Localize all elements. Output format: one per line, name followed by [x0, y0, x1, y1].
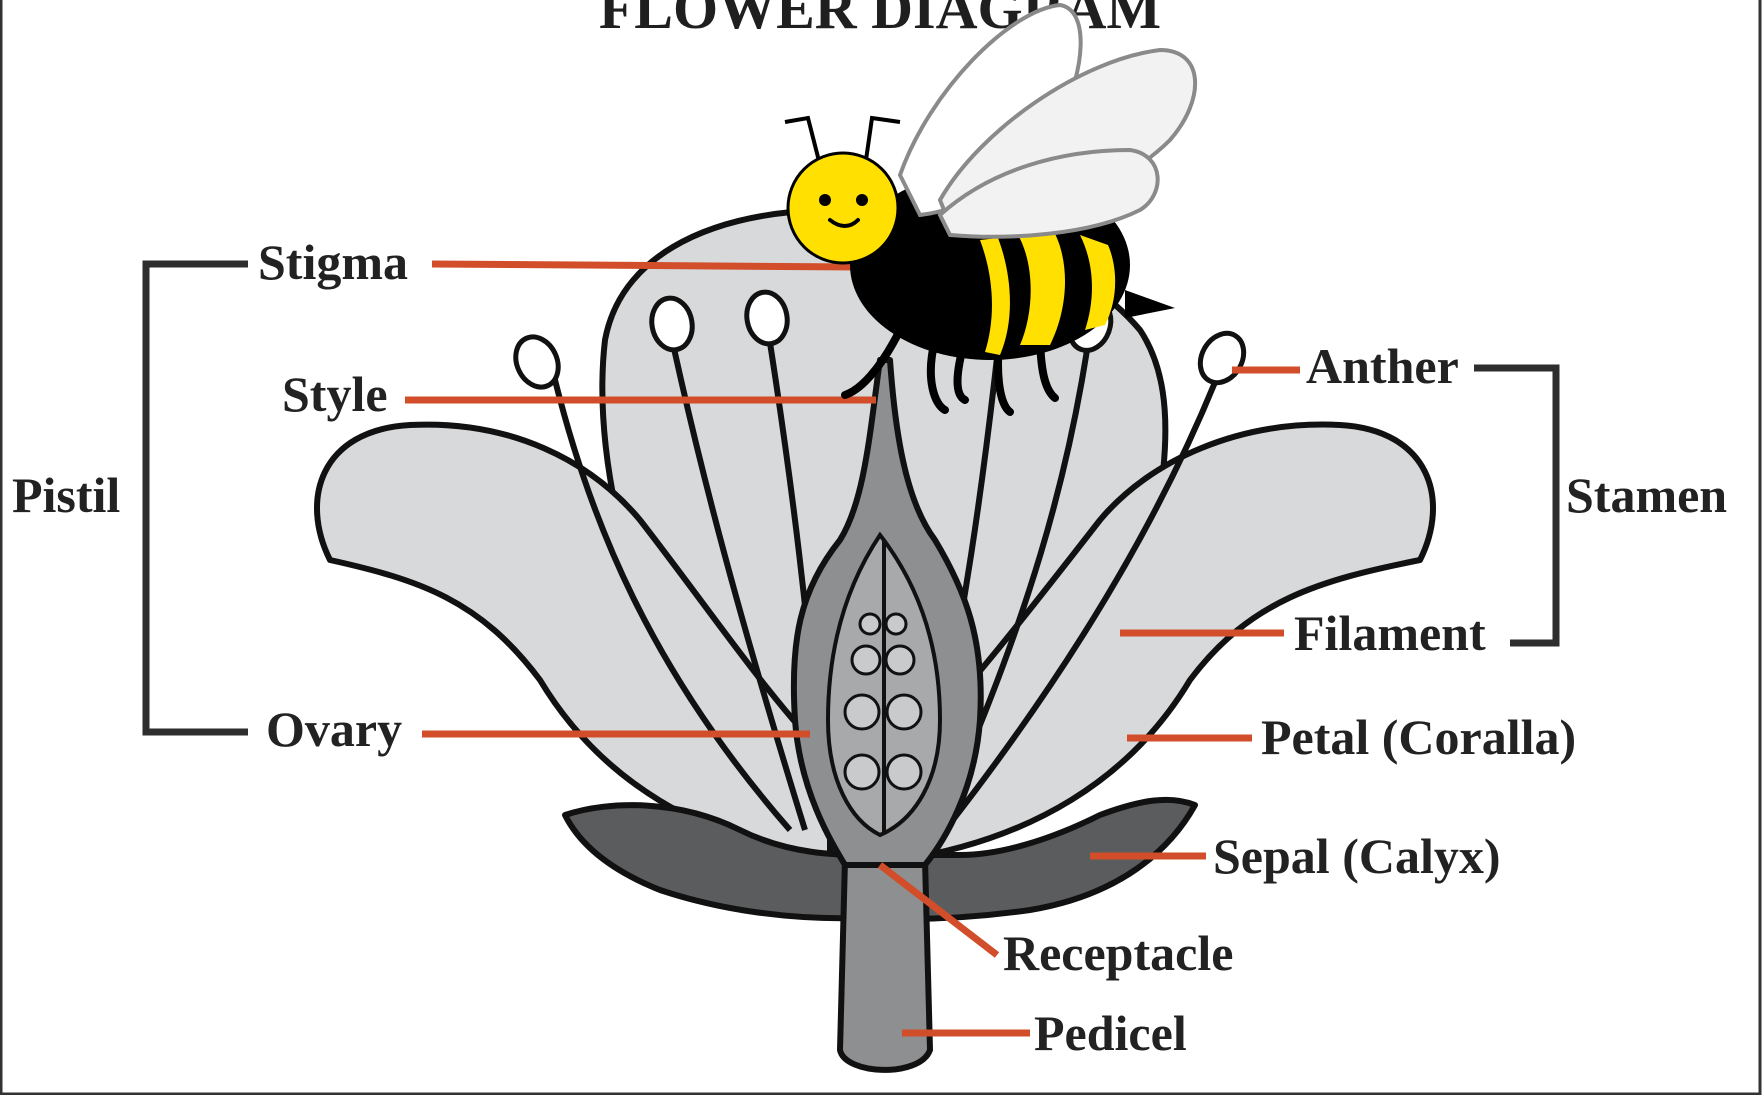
label-receptacle: Receptacle	[1003, 925, 1233, 981]
label-style: Style	[282, 366, 388, 422]
flower-illustration	[317, 210, 1433, 1070]
label-filament: Filament	[1294, 605, 1486, 661]
label-ovary: Ovary	[266, 701, 402, 757]
anther-5	[1192, 325, 1253, 390]
label-pedicel: Pedicel	[1034, 1005, 1187, 1061]
label-petal: Petal (Coralla)	[1261, 709, 1576, 765]
label-sepal: Sepal (Calyx)	[1213, 828, 1501, 884]
label-anther: Anther	[1306, 338, 1459, 394]
pistil-bracket	[146, 264, 248, 732]
label-stigma: Stigma	[258, 234, 408, 290]
label-stamen: Stamen	[1566, 467, 1727, 523]
stamen-bracket	[1474, 368, 1556, 643]
label-pistil: Pistil	[12, 467, 120, 523]
